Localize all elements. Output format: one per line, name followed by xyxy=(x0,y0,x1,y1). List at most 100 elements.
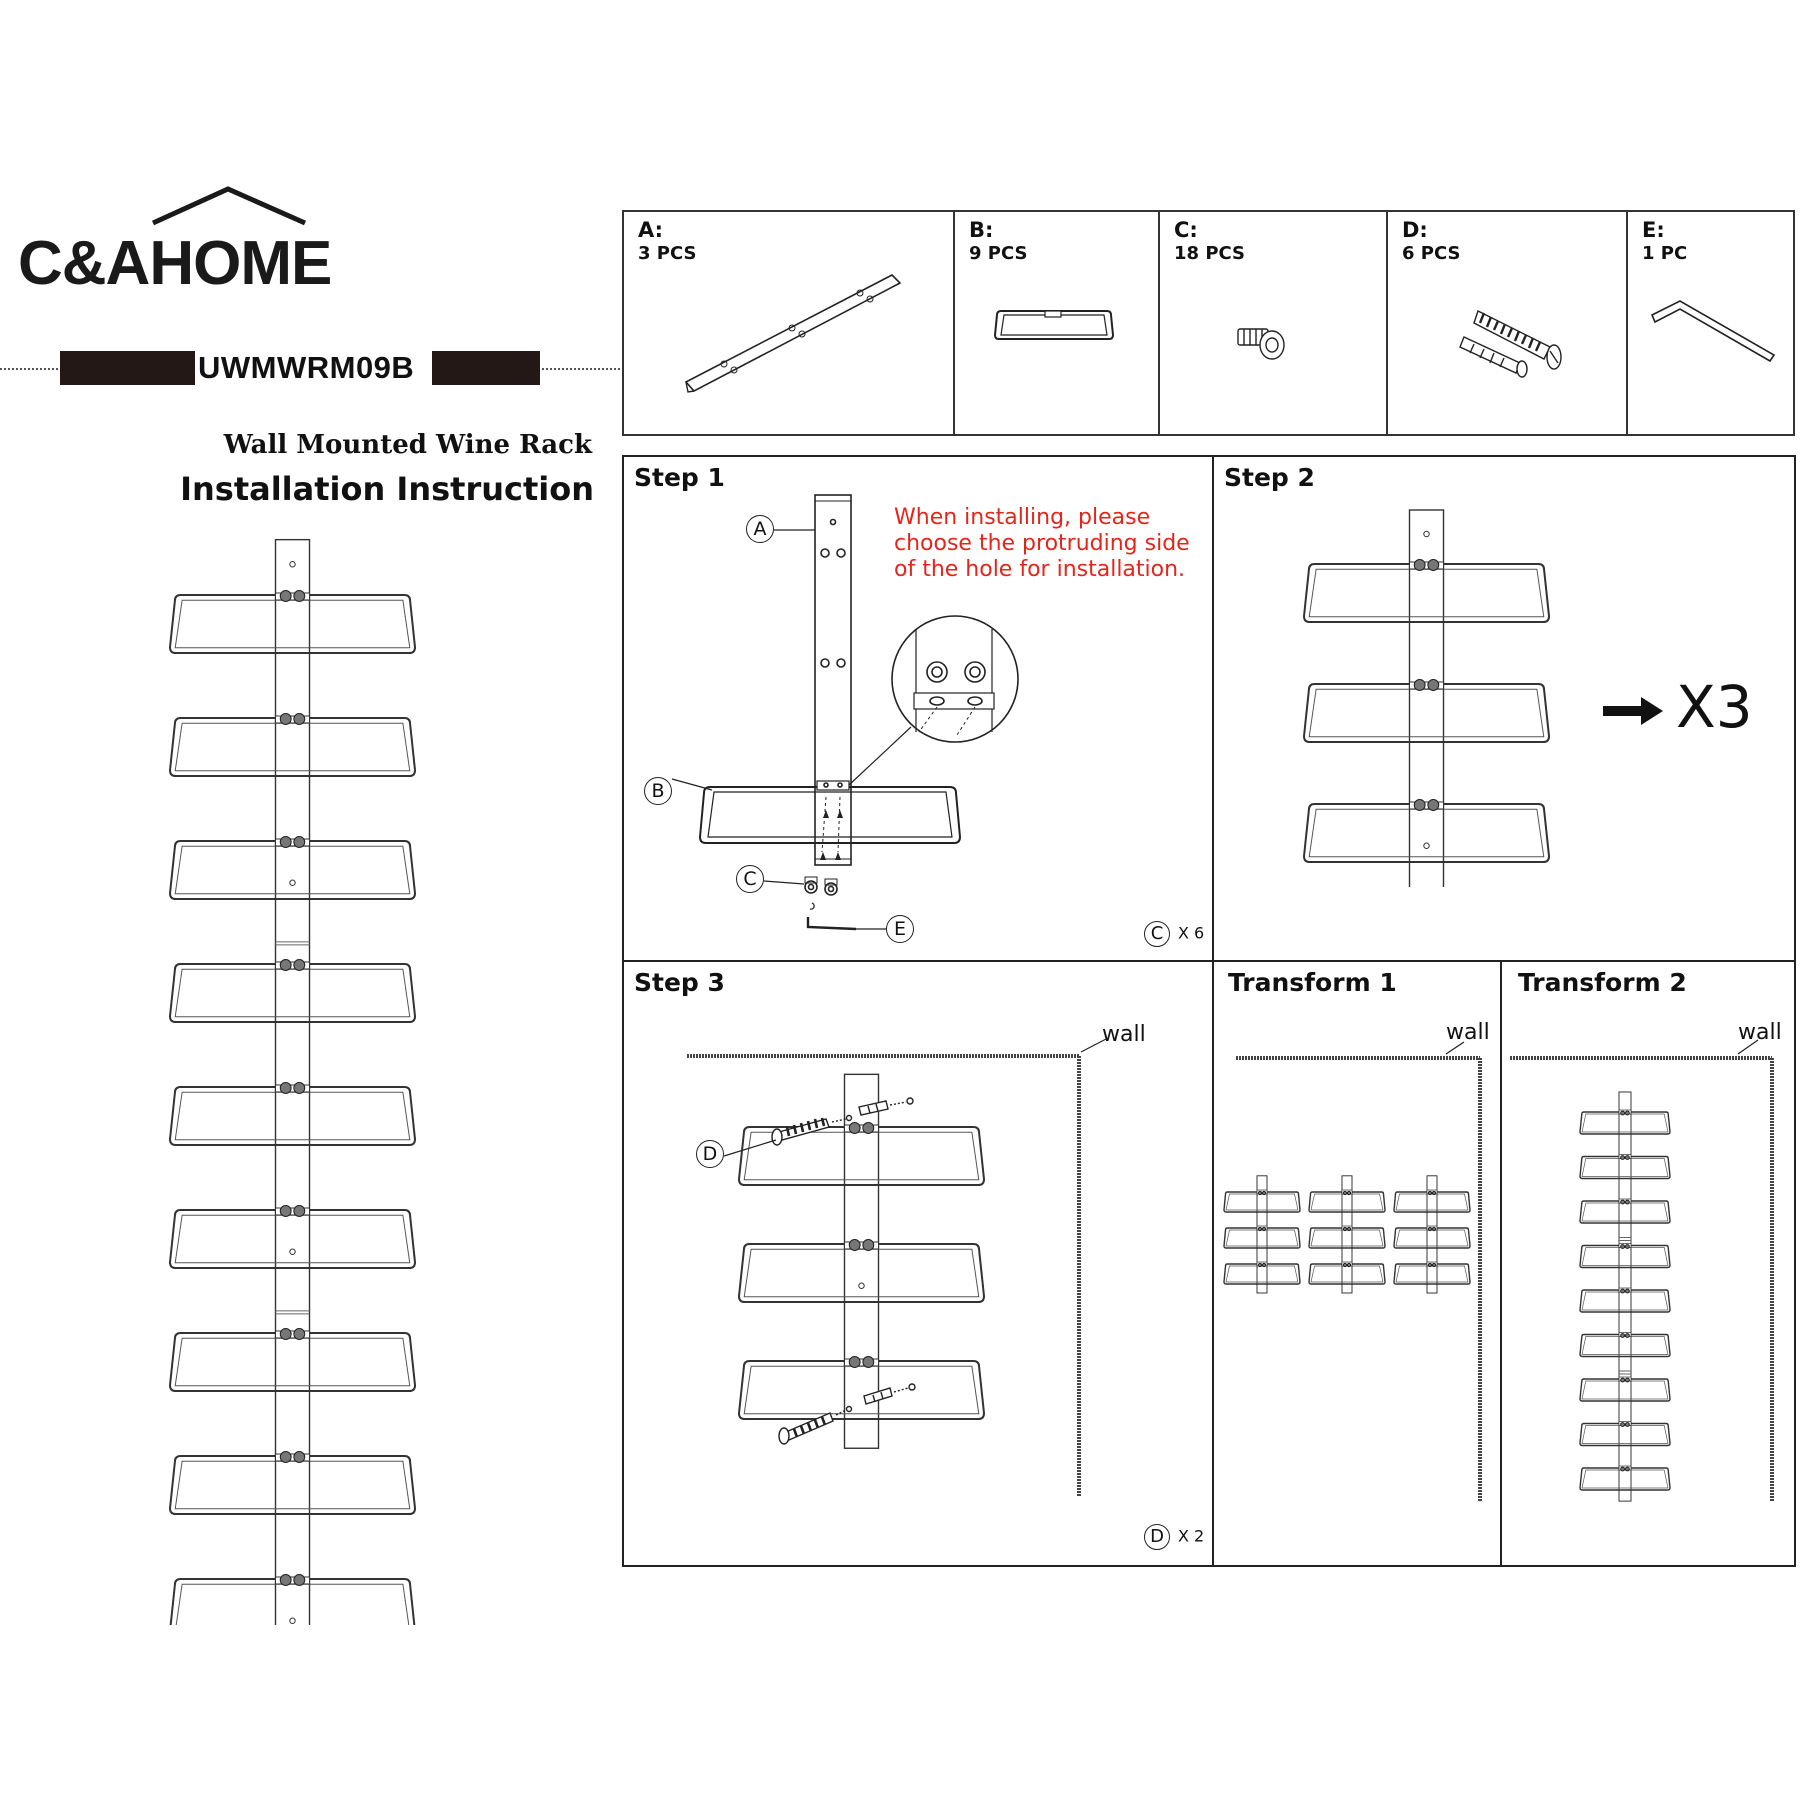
step-2-panel: Step 2 X3 xyxy=(1214,457,1794,962)
part-letter: A: xyxy=(638,218,664,242)
bottle-holder xyxy=(1302,559,1551,623)
model-banner: UWMWRM09B xyxy=(0,348,620,388)
note-line: When installing, please xyxy=(894,505,1151,530)
part-qty: 1 PC xyxy=(1642,243,1688,264)
step-1-diagram xyxy=(671,494,1019,931)
transform-2-panel: Transform 2 wall xyxy=(1502,962,1794,1567)
bottle-holder xyxy=(1223,1261,1301,1285)
step-3-diagram xyxy=(687,1037,1109,1497)
count-text: X 6 xyxy=(1178,923,1205,943)
bottle-holder xyxy=(1308,1225,1386,1249)
assembled-rack-illustration xyxy=(168,538,417,1625)
roof-logo-icon xyxy=(151,186,307,226)
arrow-right-icon xyxy=(1603,697,1663,725)
wall-label: wall xyxy=(1102,1022,1146,1047)
bottle-holder xyxy=(168,1082,417,1146)
installation-note: When installing, please choose the protr… xyxy=(894,505,1190,583)
bottle-holder xyxy=(168,959,417,1023)
part-letter: B: xyxy=(969,218,994,242)
bottle-holder xyxy=(1223,1189,1301,1213)
bottle-holder xyxy=(737,1122,986,1186)
bottle-holder xyxy=(1393,1189,1471,1213)
rack-unit xyxy=(1302,509,1551,887)
bottle-holder xyxy=(1302,679,1551,743)
document-title: Installation Instruction xyxy=(180,470,594,508)
transform-1-title: Transform 1 xyxy=(1228,968,1397,997)
bottle-holder xyxy=(1579,1243,1671,1269)
wall-label: wall xyxy=(1738,1020,1782,1045)
step-3-panel: Step 3 wall xyxy=(624,962,1214,1567)
part-letter: C: xyxy=(1174,218,1198,242)
wall-label: wall xyxy=(1446,1020,1490,1045)
part-qty: 9 PCS xyxy=(969,243,1028,264)
bottle-holder xyxy=(1308,1189,1386,1213)
transform-1-panel: Transform 1 wall xyxy=(1214,962,1502,1567)
bottle-holder xyxy=(1579,1154,1671,1180)
label-e: E xyxy=(886,915,914,943)
part-c: C: 18 PCS xyxy=(1160,212,1388,434)
part-qty: 18 PCS xyxy=(1174,243,1246,264)
step-3-title: Step 3 xyxy=(634,968,725,997)
bottle-holder-icon xyxy=(993,310,1115,340)
parts-list: A: 3 PCS B: 9 PCS C: 18 PCS xyxy=(622,210,1795,436)
instruction-grid: Step 1 When installing, please choose th… xyxy=(622,455,1796,1567)
rack-unit xyxy=(1579,1091,1671,1502)
label-b: B xyxy=(644,777,672,805)
count-text: X 2 xyxy=(1178,1526,1205,1546)
part-qty: 3 PCS xyxy=(638,243,697,264)
bottle-holder xyxy=(1579,1198,1671,1224)
rack-unit xyxy=(1308,1175,1386,1294)
screw-anchor-icon xyxy=(1459,310,1562,378)
rack-unit xyxy=(1393,1175,1471,1294)
rack-unit xyxy=(737,1073,986,1449)
transform-2-title: Transform 2 xyxy=(1518,968,1687,997)
bottle-holder xyxy=(169,1574,416,1625)
label-d: D xyxy=(696,1140,724,1168)
note-line: of the hole for installation. xyxy=(894,557,1186,582)
bottle-holder xyxy=(1393,1261,1471,1285)
rack-unit xyxy=(1223,1175,1301,1294)
transform-2-diagram xyxy=(1510,1039,1774,1502)
bottle-holder xyxy=(1393,1225,1471,1249)
bottle-holder xyxy=(1308,1261,1386,1285)
product-name: Wall Mounted Wine Rack xyxy=(223,430,592,460)
step-2-rack-diagram xyxy=(1302,509,1551,887)
bottle-holder xyxy=(1579,1421,1671,1447)
rack-unit xyxy=(168,538,417,1625)
bottle-holder xyxy=(1579,1465,1671,1491)
part-letter: E: xyxy=(1642,218,1665,242)
bolt-icon xyxy=(1237,328,1285,360)
bottle-holder xyxy=(168,1451,417,1515)
brand-logo: C&AHOME xyxy=(18,229,332,298)
bottle-holder xyxy=(1579,1376,1671,1402)
step-1-panel: Step 1 When installing, please choose th… xyxy=(624,457,1214,962)
bottle-holder xyxy=(1579,1287,1671,1313)
multiplier-text: X3 xyxy=(1676,673,1753,741)
label-a: A xyxy=(746,515,774,543)
bottle-holder xyxy=(1302,799,1551,863)
label-c: C xyxy=(736,865,764,893)
bottle-holder xyxy=(168,590,417,654)
step-2-title: Step 2 xyxy=(1224,463,1315,492)
part-letter: D: xyxy=(1402,218,1428,242)
part-d: D: 6 PCS xyxy=(1388,212,1628,434)
bottle-holder xyxy=(1223,1225,1301,1249)
note-line: choose the protruding side xyxy=(894,531,1190,556)
part-a: A: 3 PCS xyxy=(624,212,955,434)
bottle-holder xyxy=(168,713,417,777)
bottle-holder xyxy=(737,1239,986,1303)
step-1-title: Step 1 xyxy=(634,463,725,492)
part-e: E: 1 PC xyxy=(1628,212,1797,434)
count-part-letter: D xyxy=(1144,1524,1170,1550)
bracket-icon xyxy=(684,274,902,393)
bottle-holder xyxy=(1579,1332,1671,1358)
part-qty: 6 PCS xyxy=(1402,243,1461,264)
bottle-holder xyxy=(168,1205,417,1269)
bottle-holder xyxy=(1579,1109,1671,1135)
step-3-count: D X 2 xyxy=(1144,1524,1204,1550)
transform-1-diagram xyxy=(1223,1041,1482,1502)
bottle-holder xyxy=(168,836,417,900)
bottle-holder xyxy=(737,1356,986,1420)
part-b: B: 9 PCS xyxy=(955,212,1160,434)
